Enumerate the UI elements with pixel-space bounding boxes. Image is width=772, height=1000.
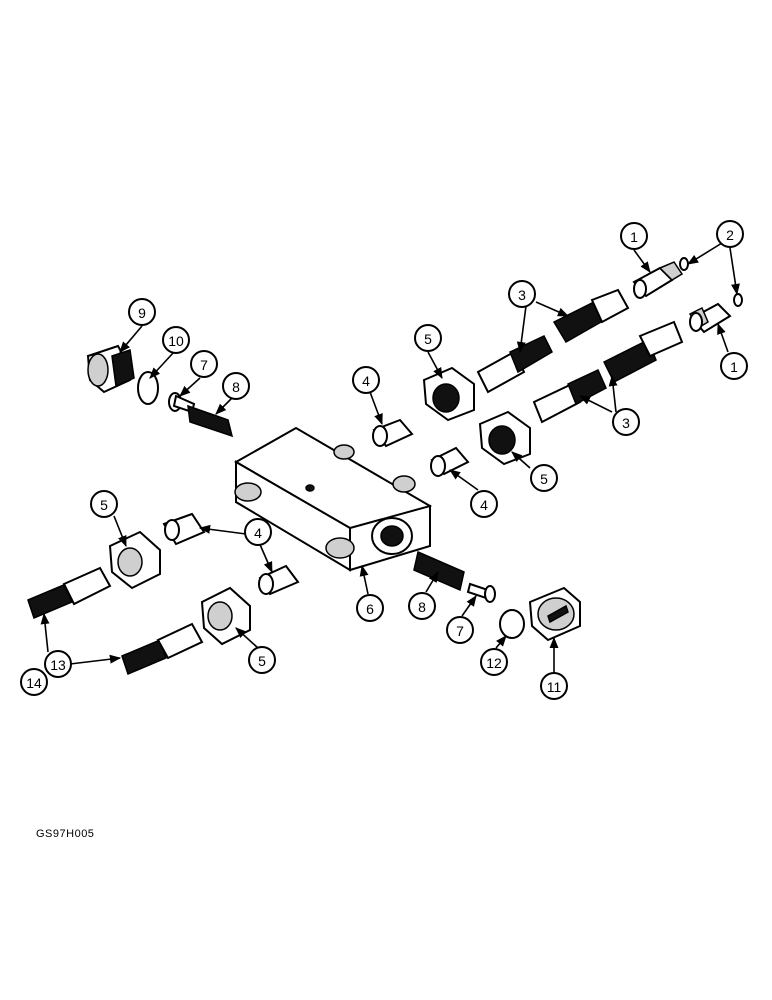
callout-5d: 5 bbox=[248, 646, 276, 674]
callout-label: 10 bbox=[168, 333, 184, 349]
callout-label: 5 bbox=[424, 331, 432, 347]
callout-8a: 8 bbox=[222, 372, 250, 400]
callout-label: 1 bbox=[630, 229, 638, 245]
relief-valve-parts-right bbox=[413, 550, 581, 642]
callout-label: 13 bbox=[50, 657, 66, 673]
nuts-and-plugs-center bbox=[372, 366, 531, 477]
callout-label: 11 bbox=[547, 679, 562, 695]
callout-12: 12 bbox=[480, 648, 508, 676]
callout-5c: 5 bbox=[90, 490, 118, 518]
callout-14: 14 bbox=[20, 668, 48, 696]
callout-label: 7 bbox=[456, 623, 464, 639]
callout-label: 4 bbox=[480, 497, 488, 513]
callout-3b: 3 bbox=[612, 408, 640, 436]
callout-8b: 8 bbox=[408, 592, 436, 620]
callout-9: 9 bbox=[128, 298, 156, 326]
callout-3a: 3 bbox=[508, 280, 536, 308]
callout-label: 12 bbox=[486, 655, 502, 671]
callout-label: 9 bbox=[138, 305, 146, 321]
callout-11: 11 bbox=[540, 672, 568, 700]
callout-label: 14 bbox=[26, 675, 42, 691]
callout-label: 5 bbox=[100, 497, 108, 513]
callout-label: 2 bbox=[726, 227, 734, 243]
callout-label: 4 bbox=[254, 525, 262, 541]
callout-label: 5 bbox=[258, 653, 266, 669]
figure-code: GS97H005 bbox=[36, 828, 95, 840]
callout-10: 10 bbox=[162, 326, 190, 354]
callout-label: 3 bbox=[622, 415, 630, 431]
callout-5b: 5 bbox=[530, 464, 558, 492]
callout-label: 7 bbox=[200, 357, 208, 373]
valve-body bbox=[233, 426, 433, 572]
callout-7b: 7 bbox=[446, 616, 474, 644]
callout-7a: 7 bbox=[190, 350, 218, 378]
callout-2a: 2 bbox=[716, 220, 744, 248]
callout-4a: 4 bbox=[352, 366, 380, 394]
callout-1a: 1 bbox=[620, 222, 648, 250]
callout-label: 3 bbox=[518, 287, 526, 303]
connector-fittings-upper bbox=[476, 257, 743, 424]
callout-4b: 4 bbox=[470, 490, 498, 518]
callout-label: 4 bbox=[362, 373, 370, 389]
callout-label: 8 bbox=[418, 599, 426, 615]
leader-lines bbox=[40, 242, 740, 672]
callout-4c: 4 bbox=[244, 518, 272, 546]
callout-label: 1 bbox=[730, 359, 738, 375]
callout-1b: 1 bbox=[720, 352, 748, 380]
callout-label: 5 bbox=[540, 471, 548, 487]
callout-label: 6 bbox=[366, 601, 374, 617]
callout-label: 8 bbox=[232, 379, 240, 395]
callout-5a: 5 bbox=[414, 324, 442, 352]
callout-6: 6 bbox=[356, 594, 384, 622]
relief-valve-parts-left bbox=[86, 344, 234, 438]
callout-13: 13 bbox=[44, 650, 72, 678]
